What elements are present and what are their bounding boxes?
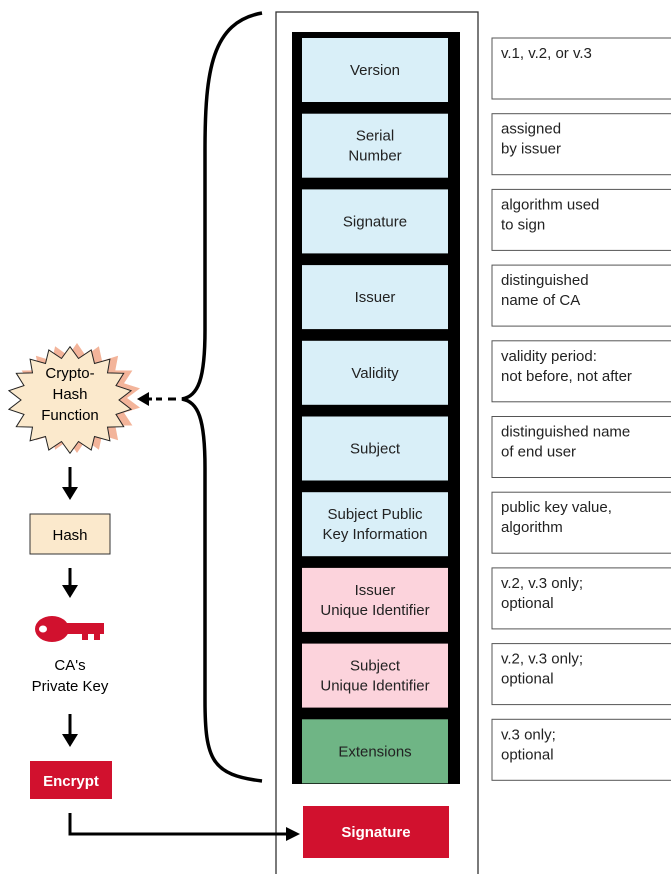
certificate-outline <box>275 11 479 874</box>
field-description-box <box>491 718 671 781</box>
hash-function-label-1: Crypto- <box>45 365 94 382</box>
field-label: Serial <box>356 128 394 145</box>
field-label: Version <box>350 62 400 79</box>
field-label: Extensions <box>338 743 411 760</box>
field-description: v.3 only; <box>501 726 556 743</box>
key-label-2: Private Key <box>32 678 109 695</box>
field-description-box <box>491 416 671 478</box>
field-description: algorithm used <box>501 196 599 213</box>
field-description-box <box>491 340 671 403</box>
field-box <box>302 416 448 481</box>
field-label: Validity <box>351 365 399 382</box>
encrypt-label: Encrypt <box>43 773 99 790</box>
field-label: Issuer <box>355 582 396 599</box>
field-description-box <box>491 113 671 176</box>
field-description-box <box>491 567 671 630</box>
field-description: name of CA <box>501 292 580 309</box>
field-description: v.1, v.2, or v.3 <box>501 45 592 62</box>
key-icon <box>35 616 104 642</box>
field-label: Subject <box>350 441 401 458</box>
field-description: algorithm <box>501 519 563 536</box>
arrow-to-signature-icon <box>286 827 300 841</box>
field-description-box <box>491 188 671 251</box>
field-box <box>302 719 448 784</box>
encrypt-box <box>30 761 112 799</box>
down-arrow-3-icon <box>62 734 78 747</box>
field-description: assigned <box>501 121 561 138</box>
down-arrow-2-icon <box>62 585 78 598</box>
field-box <box>302 340 448 405</box>
field-descriptions: v.1, v.2, or v.3 assigned by issuer algorit… <box>491 37 671 781</box>
field-description: optional <box>501 595 554 612</box>
field-description: public key value, <box>501 499 612 516</box>
field-box <box>302 492 448 557</box>
field-description: distinguished <box>501 272 589 289</box>
field-description: distinguished name <box>501 424 630 441</box>
field-label: Issuer <box>355 289 396 306</box>
field-description: validity period: <box>501 348 597 365</box>
field-description-box <box>491 37 671 100</box>
field-box <box>302 265 448 330</box>
arrow-to-hash-function-icon <box>137 392 149 406</box>
field-box <box>302 189 448 254</box>
signature-box <box>303 806 449 858</box>
field-description: v.2, v.3 only; <box>501 651 583 668</box>
field-description-box <box>491 491 671 554</box>
field-description: v.2, v.3 only; <box>501 575 583 592</box>
signature-label: Signature <box>341 824 410 841</box>
hash-box <box>29 513 111 555</box>
encrypt-to-signature-line <box>68 813 286 836</box>
field-box <box>302 567 448 632</box>
field-box <box>302 38 448 102</box>
curly-brace <box>181 11 263 783</box>
field-label: Unique Identifier <box>320 678 429 695</box>
field-box <box>302 113 448 178</box>
field-description-box <box>491 264 671 327</box>
field-description: to sign <box>501 216 545 233</box>
key-label-1: CA's <box>54 657 85 674</box>
field-label: Signature <box>343 213 407 230</box>
hash-function-label-3: Function <box>41 407 99 424</box>
field-description: not before, not after <box>501 368 632 385</box>
field-label: Number <box>348 148 401 165</box>
hash-function-label-2: Hash <box>52 386 87 403</box>
crypto-hash-starburst-icon <box>7 345 133 455</box>
field-description: optional <box>501 671 554 688</box>
field-description: optional <box>501 746 554 763</box>
down-arrow-1-icon <box>62 487 78 500</box>
field-description: by issuer <box>501 141 561 158</box>
field-label: Subject Public <box>327 506 423 523</box>
field-label: Subject <box>350 658 401 675</box>
certificate-fields: VersionSerialNumberSignatureIssuerValidi… <box>302 38 448 784</box>
field-label: Unique Identifier <box>320 602 429 619</box>
field-box <box>302 643 448 708</box>
hash-label: Hash <box>52 527 87 544</box>
field-label: Key Information <box>322 526 427 543</box>
field-description-box <box>491 643 671 706</box>
field-description: of end user <box>501 444 576 461</box>
